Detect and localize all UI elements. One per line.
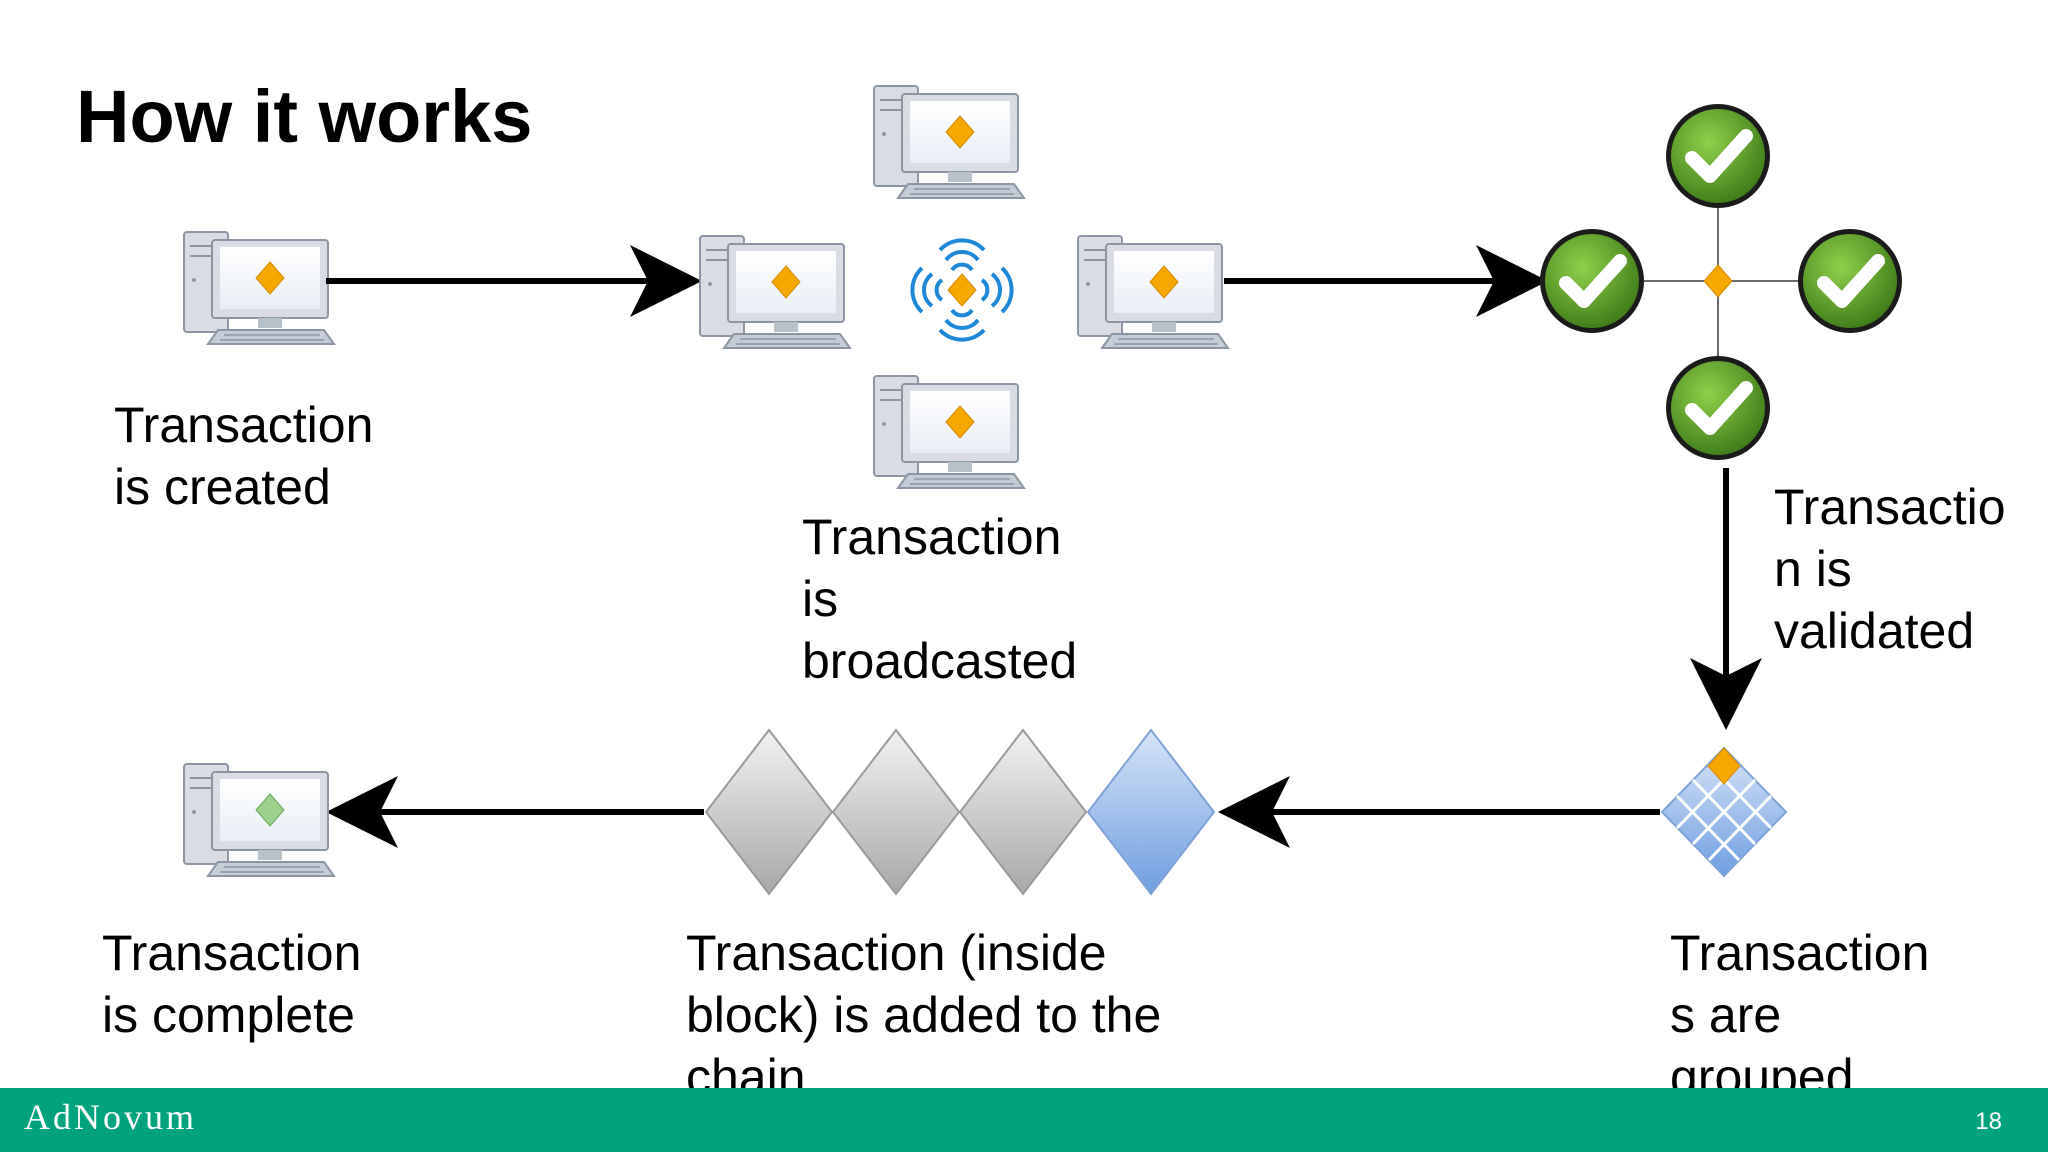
computer-icon <box>183 763 335 877</box>
label-created: Transaction is created <box>114 397 374 515</box>
validation-cluster <box>1540 104 1902 460</box>
label-broadcasted: Transaction is broadcasted <box>802 509 1078 689</box>
chain-block-icon <box>958 728 1088 896</box>
checkmark-icon <box>1540 229 1644 333</box>
chain-block-icon <box>831 728 961 896</box>
computer-icon <box>873 85 1025 199</box>
checkmark-icon <box>1666 104 1770 208</box>
label-complete: Transaction is complete <box>102 925 362 1043</box>
chain-block-icon <box>1086 728 1216 896</box>
block-grid-icon <box>1660 746 1788 878</box>
checkmark-icon <box>1798 229 1902 333</box>
computer-icon <box>1077 235 1229 349</box>
label-added: Transaction (inside block) is added to t… <box>686 925 1162 1105</box>
broadcast-signal-icon <box>910 238 1014 342</box>
computer-icon <box>699 235 851 349</box>
label-grouped: Transaction s are grouped <box>1670 925 1930 1105</box>
footer-bar: AdNovum 18 <box>0 1088 2048 1152</box>
company-logo: AdNovum <box>24 1097 197 1137</box>
slide-title: How it works <box>76 75 533 158</box>
checkmark-icon <box>1666 356 1770 460</box>
blockchain <box>704 728 1216 896</box>
page-number: 18 <box>1975 1108 2002 1135</box>
label-validated: Transactio n is validated <box>1774 479 2006 659</box>
computer-icon <box>873 375 1025 489</box>
computer-icon <box>183 231 335 345</box>
chain-block-icon <box>704 728 834 896</box>
